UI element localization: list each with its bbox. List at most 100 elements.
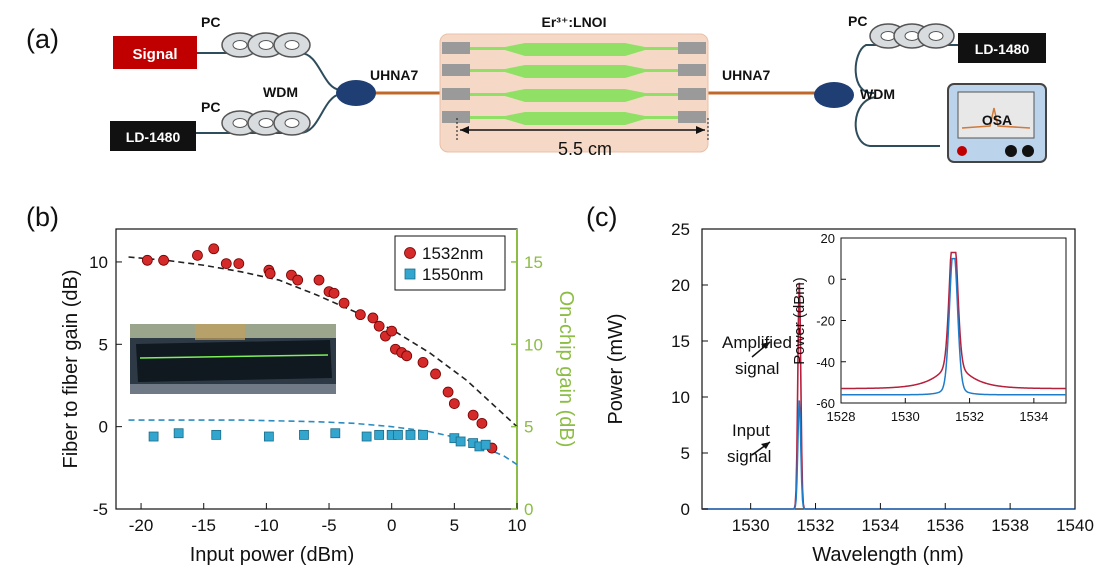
pc-bottom-left (221, 110, 311, 136)
chart-b-ytick-label: 10 (89, 253, 108, 272)
pump-laser-left (110, 121, 196, 151)
signal-label: Signal (132, 46, 177, 63)
chart-c-ytick-label: 0 (681, 500, 690, 519)
legend-label-1550: 1550nm (422, 265, 483, 284)
chart-b-xtick-label: -5 (321, 516, 336, 535)
chart-c-line-1 (702, 400, 1075, 510)
chart-b-ylabel: Fiber to fiber gain (dB) (60, 270, 82, 469)
osa-knob-2 (1022, 145, 1034, 157)
panel-c-label: (c) (586, 202, 617, 232)
legend-marker-1550 (404, 268, 416, 280)
legend-marker-1532 (404, 247, 416, 259)
chart-b-point-1532nm (467, 409, 479, 421)
chart-b-ytick-label: -5 (93, 500, 108, 519)
chart-b-point-1532nm (354, 309, 366, 321)
chart-b-point-1532nm (417, 357, 429, 368)
osa-knob-1 (1005, 145, 1017, 157)
pc-top-right (869, 23, 955, 49)
chart-b-point-1532nm (292, 274, 304, 286)
chart-b-point-1532nm (264, 268, 276, 279)
chart-b-point-1532nm (442, 386, 454, 398)
inset-ylabel: Power (dBm) (791, 277, 808, 365)
inset-line-1 (841, 257, 1066, 396)
chart-b-point-1532nm (476, 417, 488, 429)
chart-b-point-1550nm (405, 429, 416, 440)
inset-ytick-label: -20 (816, 314, 835, 329)
chart-b-point-1550nm (173, 428, 184, 439)
chart-c-xtick-label: 1530 (732, 516, 770, 535)
chart-b-point-1550nm (455, 436, 466, 447)
annotation-input-line2: signal (727, 447, 771, 466)
inset-xtick-label: 1534 (1019, 409, 1048, 424)
chart-b-ytick-label: 5 (99, 335, 108, 354)
pump-left-label: LD-1480 (126, 129, 181, 145)
chart-b-xtick-label: -20 (129, 516, 154, 535)
chart-b-point-1532nm (373, 320, 385, 332)
chart-b-marks (141, 243, 498, 454)
chart-b-point-1532nm (233, 258, 245, 269)
pc-top-left (221, 32, 311, 58)
inset-ytick-label: -40 (816, 355, 835, 370)
wdm-label-right: WDM (860, 86, 895, 102)
chart-c-ytick-label: 10 (671, 388, 690, 407)
wdm-right (814, 82, 854, 108)
inset-xtick-label: 1530 (891, 409, 920, 424)
chart-c-ytick-label: 25 (671, 220, 690, 239)
chart-b-ytick-label: 0 (99, 418, 108, 437)
chart-b-xtick-label: 10 (508, 516, 527, 535)
osa-input-port (957, 146, 967, 156)
chart-c-xtick-label: 1536 (926, 516, 964, 535)
inset-ytick-label: -60 (816, 396, 835, 411)
chart-c-ytick-label: 20 (671, 276, 690, 295)
chart-b-point-1532nm (430, 368, 441, 380)
annotation-input-arrowhead (761, 442, 770, 449)
chart-c-ylabel: Power (mW) (605, 313, 627, 424)
wdm-left (336, 80, 376, 106)
inset-ytick-label: 20 (821, 231, 835, 246)
chart-b-point-1550nm (393, 429, 403, 440)
chart-b-y2tick-label: 5 (524, 418, 533, 437)
inset-xtick-label: 1528 (827, 409, 856, 424)
pc-label-bottom-left: PC (201, 99, 220, 115)
chart-b-xtick-label: -15 (191, 516, 216, 535)
chart-b-y2tick-label: 15 (524, 253, 543, 272)
chart-b-point-1550nm (361, 431, 372, 442)
chip-waveguides (442, 42, 706, 125)
chart-c-xtick-label: 1538 (991, 516, 1029, 535)
chart-b-point-1532nm (313, 274, 325, 286)
chart-b-fit-lines (128, 256, 518, 466)
panel-b-label: (b) (26, 202, 59, 232)
chart-b-y2label: On-chip gain (dB) (555, 291, 577, 448)
signal-box (113, 36, 197, 69)
panel-a: (a) Signal LD-1480 LD-1480 (26, 13, 1047, 163)
chart-b-point-1532nm (220, 258, 232, 269)
chart-b-point-1550nm (418, 429, 428, 440)
chart-b-point-1550nm (211, 429, 222, 440)
chart-b-point-1532nm (208, 243, 220, 255)
inset-ytick-label: 0 (828, 272, 835, 287)
annotation-amplified-line1: Amplified (722, 333, 792, 352)
chart-b-point-1532nm (367, 312, 379, 324)
uhna7-label-right: UHNA7 (722, 67, 770, 83)
chart-b-y2tick-label: 10 (524, 335, 543, 354)
chart-b-point-1532nm (328, 287, 340, 299)
inset-yticks: -60 -40 -20 0 20 (816, 231, 846, 411)
chart-b-xlabel: Input power (dBm) (190, 544, 355, 566)
uhna7-label-left: UHNA7 (370, 67, 418, 83)
osa-label: OSA (982, 112, 1012, 128)
chart-b-point-1532nm (448, 398, 460, 409)
annotation-amplified-line2: signal (735, 359, 779, 378)
chart-b-xtick-label: -10 (254, 516, 279, 535)
inset-line-0 (840, 251, 1067, 390)
annotation-input-line1: Input (732, 421, 770, 440)
pump-laser-right (958, 33, 1046, 63)
chart-b-yticks: -5 0 5 10 (89, 253, 122, 519)
panel-a-label: (a) (26, 24, 59, 54)
